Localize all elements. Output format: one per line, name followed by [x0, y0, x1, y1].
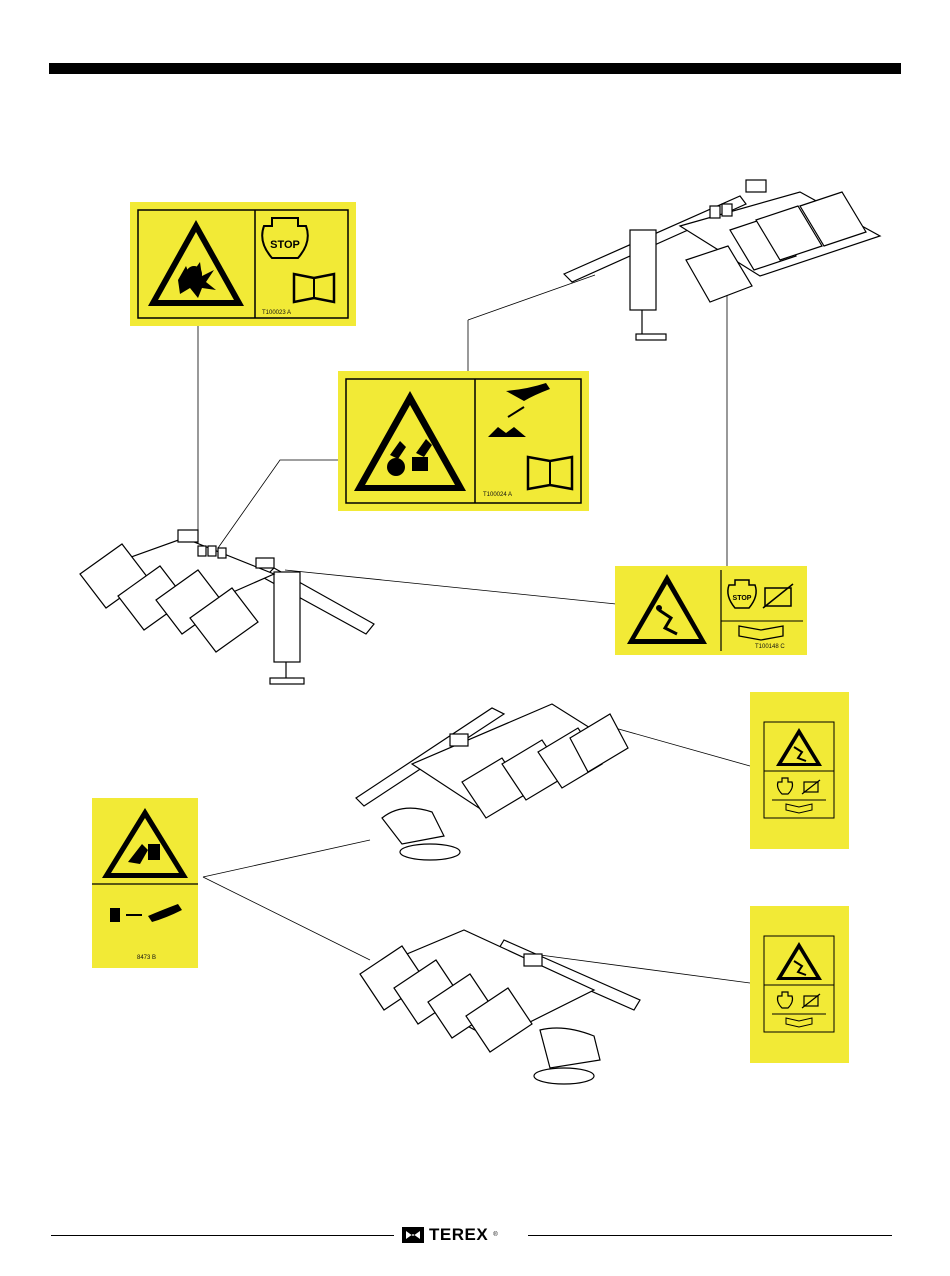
- manual-book-icon: [739, 626, 783, 640]
- terex-logo: TEREX®: [402, 1226, 498, 1244]
- explosion-warning-icon: [148, 220, 244, 306]
- decal-code: T100024 A: [483, 492, 512, 498]
- electrocution-warning-icon: [627, 574, 707, 644]
- light-tower-illustration-top-right: [560, 176, 900, 346]
- manual-book-icon: [786, 804, 812, 813]
- stop-button-icon: STOP: [262, 218, 308, 258]
- battery-disconnect-icon: [802, 780, 820, 794]
- hand-reaching-icon: [488, 383, 550, 437]
- light-tower-illustration-bottom: [354, 920, 644, 1090]
- decal-code: T100148 C: [755, 644, 785, 650]
- light-tower-illustration-middle: [352, 694, 632, 864]
- stop-button-icon: [778, 778, 793, 794]
- decal-explosion-warning: STOP T100023 A: [130, 202, 356, 326]
- electrocution-warning-icon: [776, 728, 822, 766]
- decal-electrocution-vertical: [750, 906, 849, 1063]
- decal-electrocution-vertical: [750, 692, 849, 849]
- manual-book-icon: [786, 1018, 812, 1027]
- keep-hands-clear-icon: [110, 904, 182, 922]
- battery-disconnect-icon: [763, 584, 793, 608]
- electrocution-warning-icon: [776, 942, 822, 980]
- decal-crush-hazard: 8473 B: [92, 798, 198, 968]
- stop-label: STOP: [270, 239, 300, 251]
- light-tower-illustration-left: [74, 528, 384, 688]
- decal-code: 8473 B: [137, 955, 156, 961]
- svg-text:STOP: STOP: [733, 595, 752, 602]
- decal-code: T100023 A: [262, 310, 291, 316]
- hand-hazard-warning-icon: [354, 391, 466, 491]
- stop-button-icon: STOP: [728, 580, 756, 608]
- footer-rule-right: [528, 1235, 892, 1236]
- manual-book-icon: [294, 274, 334, 302]
- stop-button-icon: [778, 992, 793, 1008]
- footer-rule-left: [51, 1235, 394, 1236]
- decal-electrocution: STOP T100148 C: [615, 566, 807, 655]
- terex-emblem-icon: [402, 1227, 424, 1243]
- battery-disconnect-icon: [802, 994, 820, 1008]
- crush-hand-warning-icon: [102, 808, 188, 878]
- decal-protective-gloves: T100024 A: [338, 371, 589, 511]
- brand-name: TEREX: [429, 1225, 488, 1245]
- manual-book-icon: [528, 457, 572, 489]
